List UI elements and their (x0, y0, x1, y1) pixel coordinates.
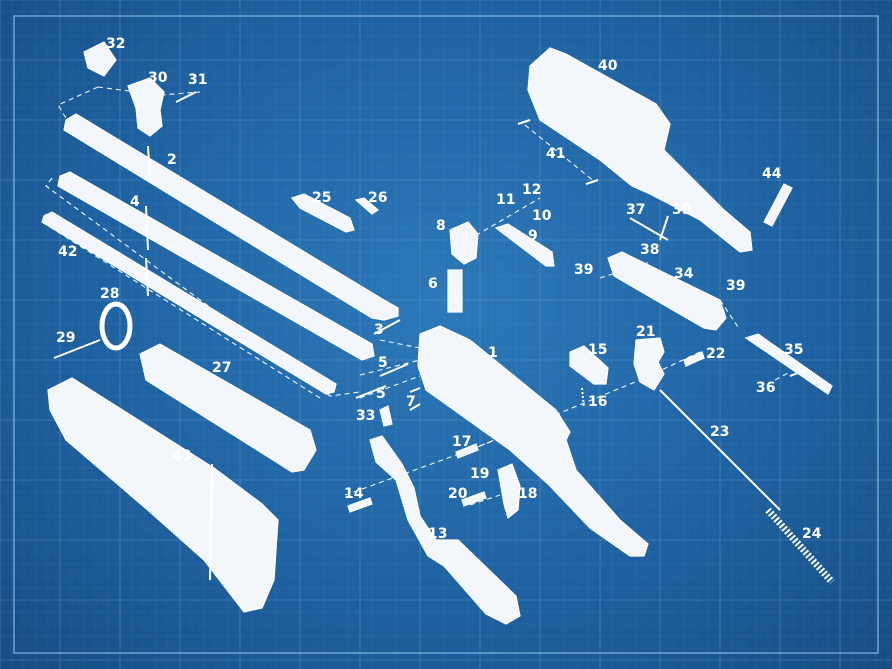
label-part-3: 3 (374, 322, 384, 338)
label-part-44: 44 (762, 166, 782, 182)
label-part-40: 40 (598, 58, 618, 74)
label-part-20: 20 (448, 486, 468, 502)
label-part-36: 36 (756, 380, 775, 396)
label-part-14: 14 (344, 486, 364, 502)
part-16-spring (581, 387, 585, 409)
part-24-mainspring (765, 507, 835, 585)
part-32-front-sight-hood (83, 41, 117, 77)
label-part-33: 33 (356, 408, 375, 424)
part-18-trigger (497, 463, 521, 520)
label-part-37: 37 (626, 202, 645, 218)
part-41-screws (517, 119, 599, 185)
part-4-magazine-tube (57, 171, 375, 361)
label-part-38: 38 (640, 242, 659, 258)
label-part-27: 27 (212, 360, 231, 376)
label-part-39a: 39 (672, 202, 691, 218)
part-8-carrier (449, 221, 479, 265)
part-37-pin (629, 217, 669, 241)
label-part-25: 25 (312, 190, 331, 206)
label-part-6: 6 (428, 276, 438, 292)
label-part-39c: 39 (726, 278, 745, 294)
part-31-band-screw (175, 91, 197, 103)
label-part-8: 8 (436, 218, 446, 234)
part-labels: 1 2 3 4 5 5 6 7 8 9 10 11 12 13 14 15 16… (56, 36, 822, 542)
part-26-sight-elevator (354, 197, 379, 215)
label-part-21: 21 (636, 324, 655, 340)
label-part-30: 30 (148, 70, 168, 86)
label-part-19: 19 (470, 466, 489, 482)
part-23-mainspring-rod (659, 389, 781, 511)
part-6-plate (447, 269, 463, 313)
label-part-5a: 5 (378, 355, 388, 371)
part-15-firing-pin-block (569, 345, 609, 385)
part-27-forearm (139, 343, 317, 473)
part-21-hammer (633, 337, 665, 391)
part-28-ring (99, 301, 133, 351)
part-13-lever (369, 435, 521, 625)
label-part-18: 18 (518, 486, 537, 502)
part-44-pin (763, 183, 793, 227)
label-part-32: 32 (106, 36, 125, 52)
part-25-rear-sight (290, 193, 355, 233)
label-part-7: 7 (406, 394, 416, 410)
label-part-39b: 39 (574, 262, 593, 278)
part-7-screw (409, 387, 421, 411)
label-part-41: 41 (546, 146, 565, 162)
label-part-23: 23 (710, 424, 729, 440)
label-part-35: 35 (784, 342, 803, 358)
label-part-22: 22 (706, 346, 725, 362)
part-29-pin (53, 339, 101, 359)
label-part-29: 29 (56, 330, 75, 346)
part-17-pin (455, 443, 479, 459)
part-35-rod (744, 333, 833, 395)
label-part-26: 26 (368, 190, 387, 206)
label-part-31: 31 (188, 72, 207, 88)
part-36-pin (789, 369, 807, 377)
label-part-16: 16 (588, 394, 607, 410)
label-part-10: 10 (532, 208, 552, 224)
label-part-17: 17 (452, 434, 471, 450)
part-14-lever-pin (347, 497, 373, 513)
part-20-pin (461, 491, 487, 507)
part-9-ejector (494, 223, 555, 267)
part-40-breech-housing (527, 47, 753, 253)
label-part-11: 11 (496, 192, 515, 208)
label-part-12: 12 (522, 182, 541, 198)
label-part-28: 28 (100, 286, 119, 302)
part-2-barrel (63, 113, 399, 321)
label-part-5b: 5 (376, 386, 386, 402)
part-33-small-spring (379, 405, 393, 427)
part-38-pin (659, 215, 669, 241)
label-part-15: 15 (588, 342, 607, 358)
part-34-bolt (607, 251, 727, 331)
part-42-magazine-spring-tube (41, 211, 337, 395)
label-part-43: 43 (172, 448, 191, 464)
part-1-receiver (417, 325, 649, 557)
label-part-1: 1 (488, 345, 498, 361)
part-22-pin (683, 351, 705, 367)
label-part-24: 24 (802, 526, 822, 542)
part-30-barrel-band (127, 77, 165, 137)
label-part-2: 2 (167, 152, 177, 168)
part-3-screw (373, 319, 401, 335)
label-part-9: 9 (528, 228, 538, 244)
part-43-buttstock (47, 377, 279, 613)
label-part-4: 4 (130, 194, 140, 210)
label-part-42: 42 (58, 244, 77, 260)
blueprint-border (13, 15, 879, 654)
label-part-34: 34 (674, 266, 694, 282)
part-5-pins (355, 363, 409, 399)
label-part-13: 13 (428, 526, 447, 542)
